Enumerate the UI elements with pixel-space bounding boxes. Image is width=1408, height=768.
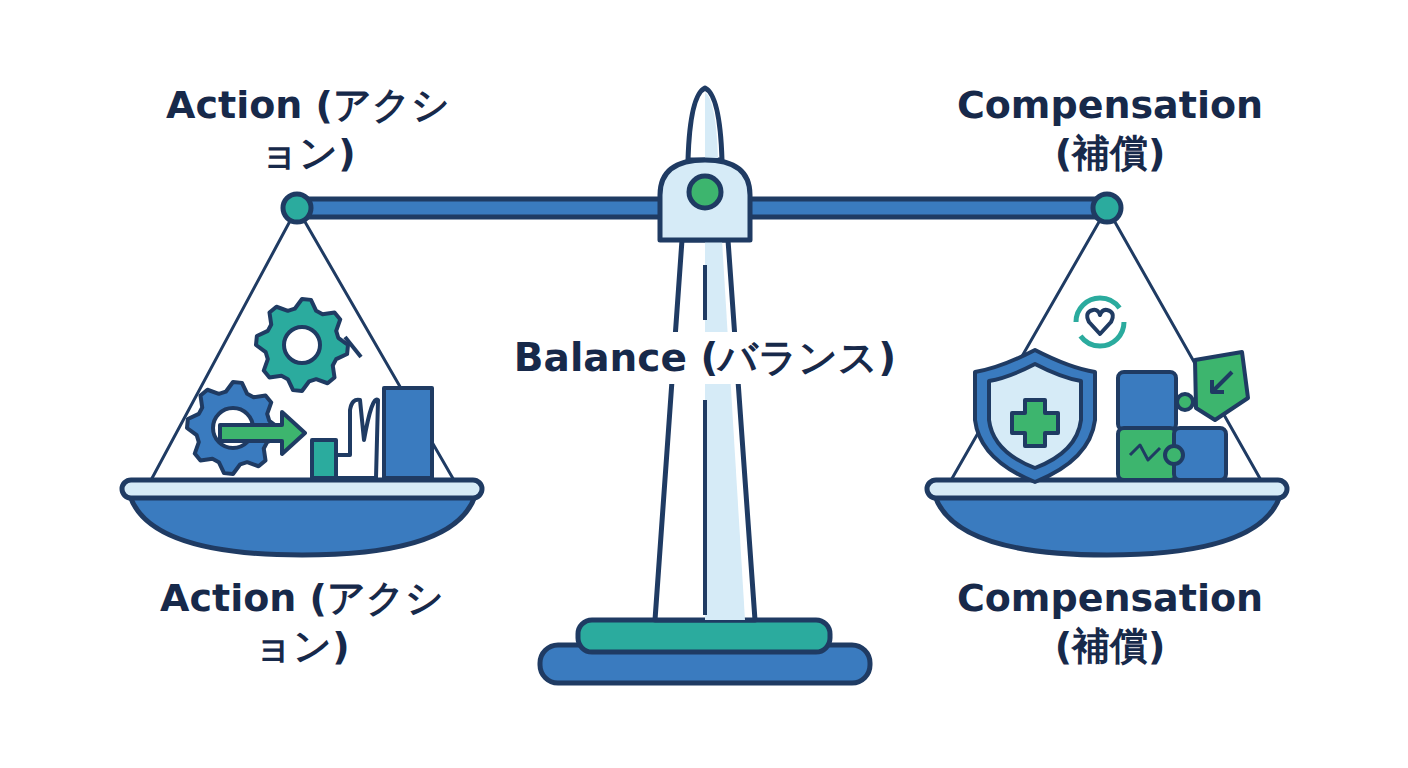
compensation-icons-part — [1130, 445, 1160, 460]
right-pan — [927, 480, 1287, 555]
scale-beam-part — [689, 176, 721, 208]
scale-strings-part — [150, 208, 455, 482]
scale-pillar-part — [703, 265, 707, 320]
compensation-icons-part — [1076, 298, 1124, 346]
gear-icon-upper — [256, 299, 348, 391]
scale-beam-part — [660, 160, 750, 240]
scale-pillar-part — [688, 88, 722, 160]
left-pan-part — [130, 496, 475, 555]
scale-pillar-part — [705, 92, 718, 158]
pan-caption: Compensation (補償) — [925, 575, 1295, 670]
compensation-icons — [975, 298, 1248, 482]
scale-beam-part — [1093, 194, 1121, 222]
compensation-icons-part — [989, 364, 1081, 468]
action-icons — [220, 337, 432, 478]
compensation-icons-part — [1165, 446, 1183, 464]
compensation-icons-part — [1012, 400, 1058, 446]
left-pan — [122, 480, 482, 555]
left-pan-part — [122, 480, 482, 498]
gear-icon-upper-part — [256, 299, 348, 391]
pan-heading: Action (アクション) — [163, 82, 453, 177]
compensation-icons-part — [1177, 394, 1193, 410]
center-label: Balance (バランス) — [506, 332, 904, 385]
compensation-icons-part — [975, 350, 1095, 482]
right-pan-part — [927, 480, 1287, 498]
scale-strings-part — [950, 208, 1262, 482]
action-icons-part — [384, 388, 432, 478]
action-icons-part — [345, 337, 361, 357]
compensation-icons-part — [1195, 352, 1248, 420]
scale-pillar-part — [655, 240, 755, 620]
gear-icon-upper-part — [284, 327, 320, 363]
compensation-icons-part — [1118, 372, 1176, 430]
action-icons-part — [336, 400, 378, 479]
scale-base-part — [578, 620, 830, 652]
scale-base — [540, 620, 870, 683]
compensation-icons-part — [1212, 372, 1232, 392]
compensation-icons-part — [1087, 310, 1113, 334]
scale-beam-part — [283, 194, 311, 222]
action-icons-part — [220, 412, 305, 454]
scale-strings — [150, 208, 1262, 482]
pan-heading: Compensation (補償) — [925, 82, 1295, 177]
scale-beam — [283, 160, 1121, 240]
scale-pillar-part — [705, 240, 745, 620]
pan-caption: Action (アクション) — [157, 575, 447, 670]
scale-pillar-part — [703, 400, 707, 615]
right-pan-part — [935, 496, 1280, 555]
action-icons-part — [312, 440, 336, 478]
